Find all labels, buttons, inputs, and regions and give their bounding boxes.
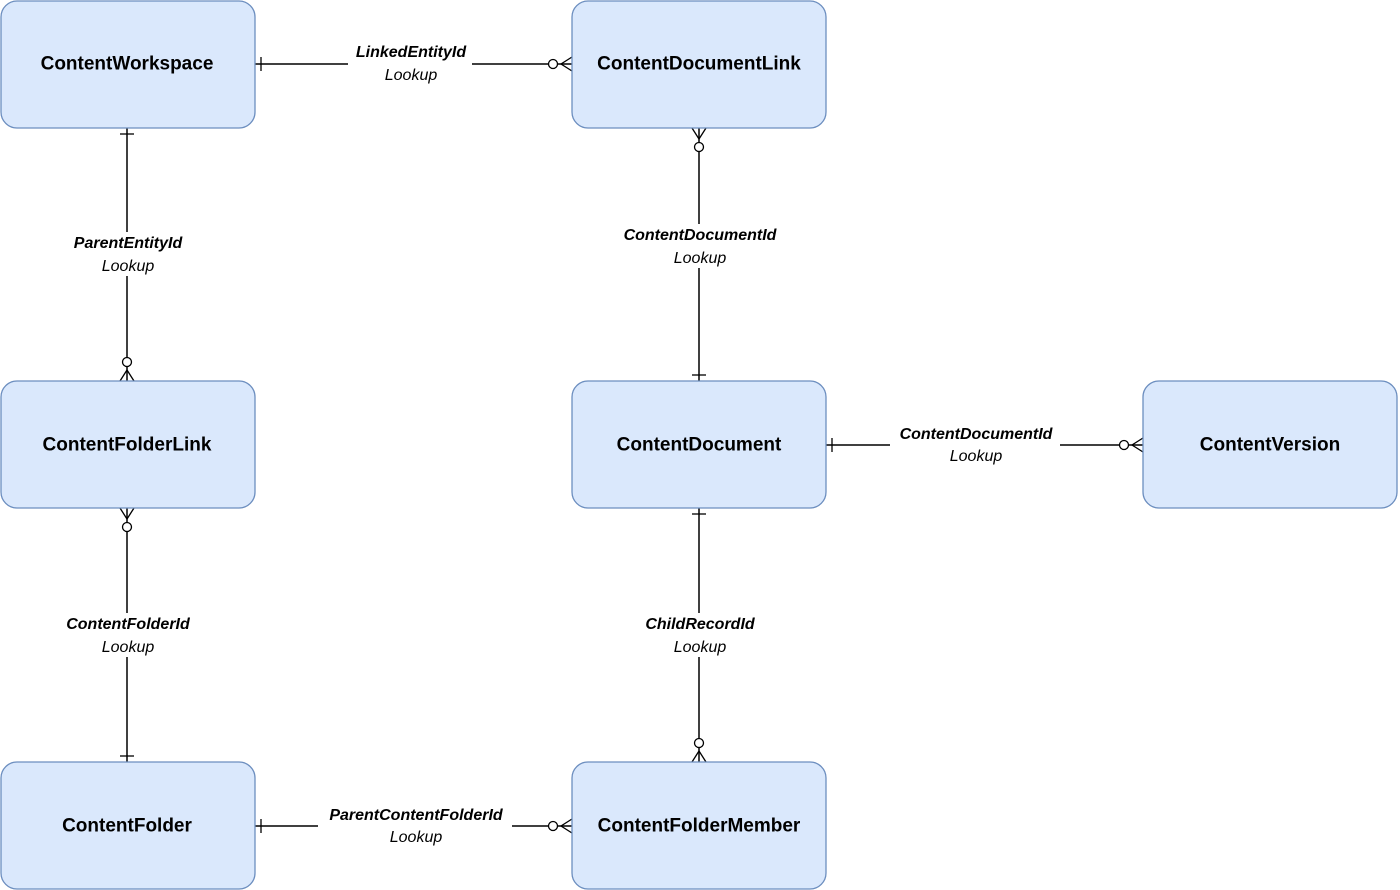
entity-box (0, 380, 256, 509)
entity-name: ContentFolderLink (43, 435, 212, 456)
relationship-field-label: ParentEntityId (74, 235, 184, 252)
relationship-workspace-document-link: LinkedEntityId Lookup (255, 40, 573, 86)
entity-box (0, 761, 256, 890)
cardinality-zero-many-mark (691, 737, 707, 763)
entity-content-folder[interactable]: ContentFolder (0, 761, 256, 890)
relationship-type-label: Lookup (102, 639, 155, 656)
entity-content-document-link[interactable]: ContentDocumentLink (571, 0, 827, 129)
cardinality-zero-many-mark (119, 507, 135, 533)
relationship-field-label: ContentDocumentId (900, 426, 1054, 443)
relationship-document-version: ContentDocumentId Lookup (826, 422, 1144, 466)
entity-box (571, 0, 827, 129)
entity-content-version[interactable]: ContentVersion (1142, 380, 1398, 509)
label-background (66, 232, 190, 276)
entity-name: ContentVersion (1200, 435, 1340, 456)
relationship-workspace-folder-link: ParentEntityId Lookup (66, 128, 190, 382)
relationship-type-label: Lookup (385, 67, 438, 84)
relationship-document-folder-member: ChildRecordId Lookup (637, 508, 763, 763)
entity-name: ContentDocumentLink (597, 54, 801, 75)
relationship-type-label: Lookup (950, 448, 1003, 465)
entity-content-folder-member[interactable]: ContentFolderMember (571, 761, 827, 890)
entity-content-folder-link[interactable]: ContentFolderLink (0, 380, 256, 509)
relationship-type-label: Lookup (390, 829, 443, 846)
entity-content-workspace[interactable]: ContentWorkspace (0, 0, 256, 129)
relationship-field-label: ChildRecordId (645, 616, 756, 633)
relationship-field-label: LinkedEntityId (356, 44, 467, 61)
label-background (318, 803, 512, 847)
cardinality-zero-many-mark (547, 818, 573, 834)
label-background (58, 613, 198, 657)
cardinality-zero-many-mark (547, 56, 573, 72)
relationship-field-label: ContentFolderId (66, 616, 191, 633)
relationship-field-label: ContentDocumentId (624, 227, 778, 244)
label-background (614, 224, 786, 268)
cardinality-zero-many-mark (1118, 437, 1144, 453)
entity-name: ContentFolder (62, 816, 192, 837)
label-background (348, 40, 472, 86)
label-background (637, 613, 763, 657)
entity-box (1142, 380, 1398, 509)
relationship-type-label: Lookup (674, 639, 727, 656)
entity-box (571, 380, 827, 509)
relationship-document-document-link: ContentDocumentId Lookup (614, 127, 786, 381)
relationship-type-label: Lookup (674, 250, 727, 267)
entity-content-document[interactable]: ContentDocument (571, 380, 827, 509)
relationship-folder-folder-link: ContentFolderId Lookup (58, 507, 198, 762)
relationship-type-label: Lookup (102, 258, 155, 275)
label-background (890, 422, 1060, 466)
entity-name: ContentDocument (617, 435, 782, 456)
entity-name: ContentFolderMember (598, 816, 801, 837)
entity-box (0, 0, 256, 129)
cardinality-zero-many-mark (119, 356, 135, 382)
entity-name: ContentWorkspace (41, 54, 214, 75)
relationship-folder-folder-member: ParentContentFolderId Lookup (255, 803, 573, 847)
relationship-field-label: ParentContentFolderId (329, 807, 504, 824)
cardinality-zero-many-mark (691, 127, 707, 153)
entity-box (571, 761, 827, 890)
